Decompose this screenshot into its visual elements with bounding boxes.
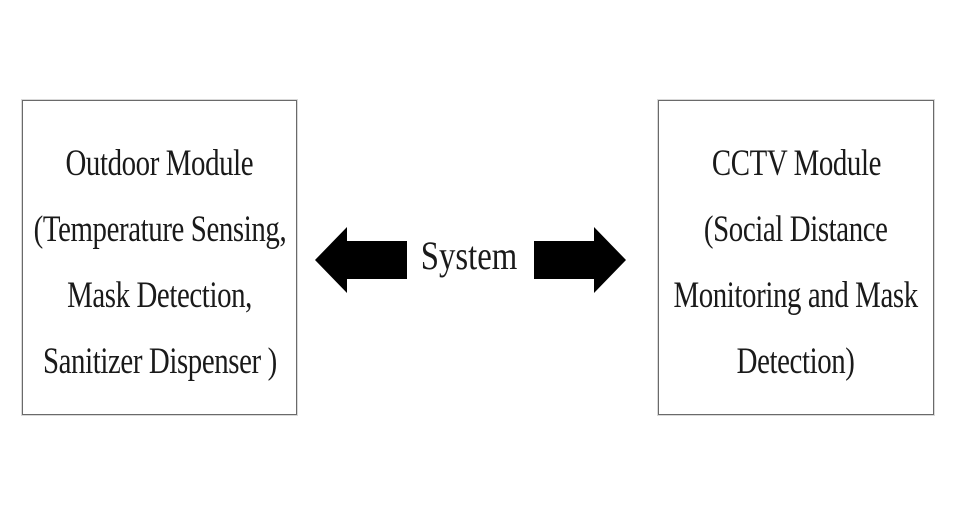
system-label: System: [420, 233, 518, 278]
outdoor-module-line-4: Sanitizer Dispenser ): [42, 341, 277, 382]
cctv-module-line-4: Detection): [737, 341, 855, 382]
cctv-module-line-3: Monitoring and Mask: [673, 275, 919, 316]
outdoor-module-box: Outdoor Module (Temperature Sensing, Mas…: [22, 100, 297, 415]
cctv-module-box: CCTV Module (Social Distance Monitoring …: [658, 100, 934, 415]
outdoor-module-line-2: (Temperature Sensing,: [33, 209, 286, 250]
cctv-module-line-2: (Social Distance: [704, 209, 888, 250]
outdoor-module-title: Outdoor Module: [65, 143, 254, 184]
right-arrow-shape: [534, 227, 626, 293]
right-arrow-icon: [534, 227, 626, 293]
outdoor-module-line-3: Mask Detection,: [67, 275, 252, 316]
left-arrow-shape: [315, 227, 407, 293]
left-arrow-icon: [315, 227, 407, 293]
cctv-module-title: CCTV Module: [711, 143, 881, 184]
